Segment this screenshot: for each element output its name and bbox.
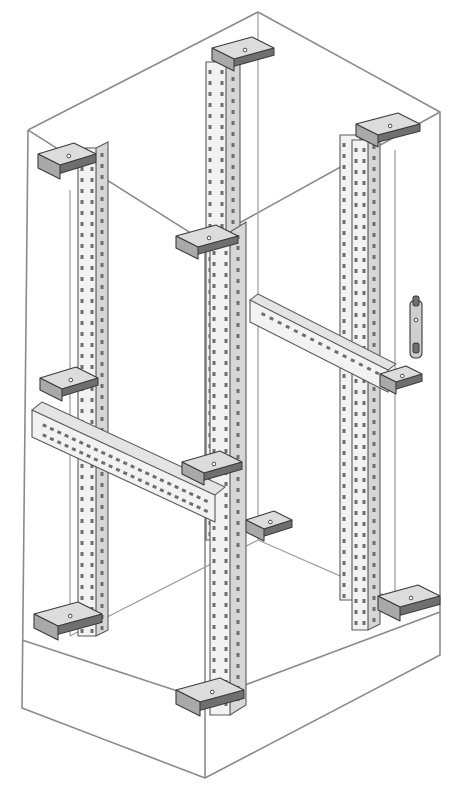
bracket-mid-front [181,450,243,486]
bracket-mid-right [379,365,423,395]
bracket-top-left [37,142,97,180]
uprights [77,53,381,716]
bracket-mid-back [245,510,293,542]
bracket-base-right [377,584,441,622]
handle-icon [409,295,423,359]
upright-back-left [77,141,109,637]
bracket-top-back [211,36,275,72]
mounting-brackets [33,36,441,717]
bracket-mid-left [39,366,99,402]
horizontal-rail-left [31,401,226,523]
bracket-top-right [355,112,421,148]
bracket-top-front [175,224,239,260]
upright-front-left [209,221,247,716]
horizontal-rail-right [249,293,397,393]
bracket-base-left [33,601,103,641]
bracket-base-front [175,677,245,717]
